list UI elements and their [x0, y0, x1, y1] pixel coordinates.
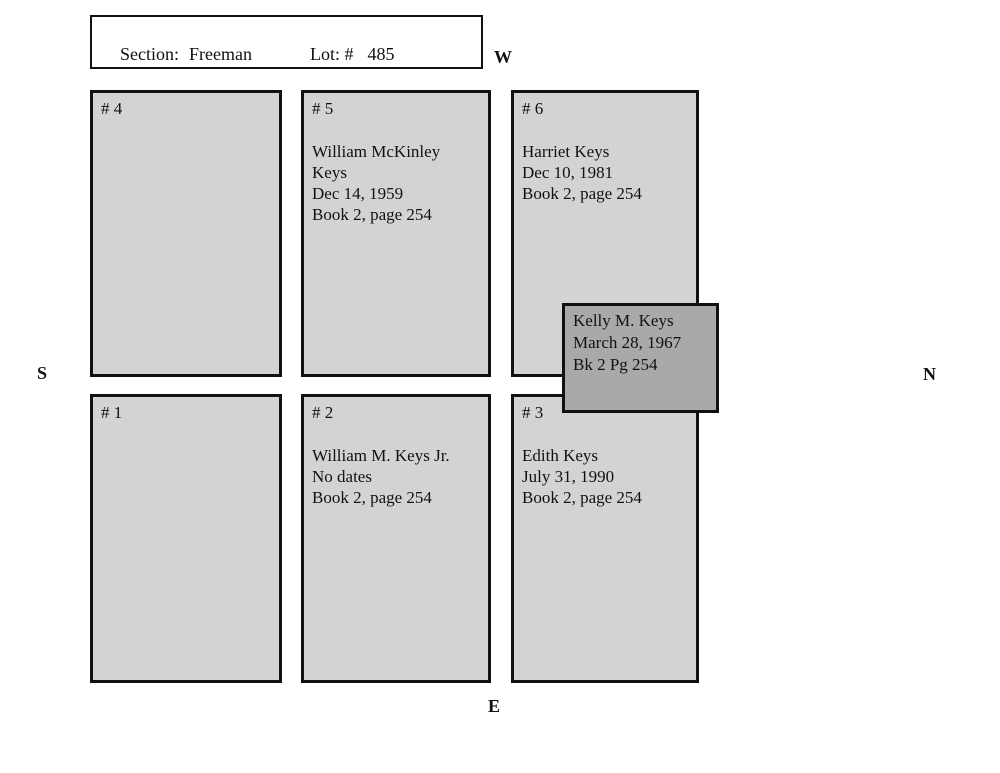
text-line: Edith Keys: [522, 446, 599, 465]
text-line: Dec 14, 1959: [312, 184, 404, 203]
compass-east: E: [488, 696, 501, 716]
text-line: Book 2, page 254: [522, 488, 642, 507]
text-line: William McKinley: [312, 142, 441, 161]
text-line: Kelly M. Keys: [573, 311, 674, 330]
plot-number: # 4: [101, 99, 123, 118]
text-line: William M. Keys Jr.: [312, 446, 450, 465]
compass-north: N: [923, 364, 936, 384]
plot-number: # 3: [522, 403, 544, 422]
text-line: Bk 2 Pg 254: [573, 355, 658, 374]
lot-value: 485: [367, 44, 395, 64]
compass-south: S: [37, 363, 48, 383]
compass-west: W: [494, 47, 512, 67]
text-line: Book 2, page 254: [312, 205, 432, 224]
plot-number: # 1: [101, 403, 123, 422]
text-line: Keys: [312, 163, 347, 182]
section-lot-header: Section: Freeman Lot: # 485: [90, 15, 483, 69]
text-line: July 31, 1990: [522, 467, 615, 486]
text-line: Book 2, page 254: [312, 488, 432, 507]
lot-label: Lot: #: [309, 44, 354, 64]
section-value: Freeman: [189, 44, 252, 64]
text-line: Book 2, page 254: [522, 184, 642, 203]
text-line: Dec 10, 1981: [522, 163, 614, 182]
plot-number: # 5: [312, 99, 334, 118]
text-line: March 28, 1967: [573, 333, 682, 352]
plot-4: # 4: [90, 90, 282, 377]
text-line: No dates: [312, 467, 372, 486]
text-line: Harriet Keys: [522, 142, 610, 161]
plot-number: # 6: [522, 99, 544, 118]
section-label: Section:: [120, 44, 179, 64]
plot-number: # 2: [312, 403, 334, 422]
plot-1: # 1: [90, 394, 282, 683]
